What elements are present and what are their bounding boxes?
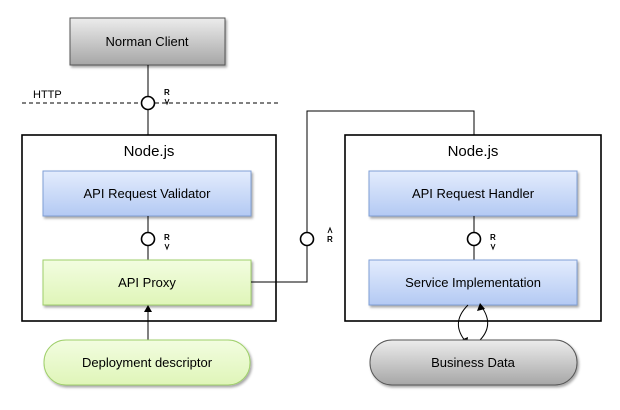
norman-client-label: Norman Client [105, 34, 188, 49]
svg-text:R: R [164, 233, 170, 242]
left-container-title: Node.js [124, 143, 175, 160]
api-request-validator-box: API Request Validator [42, 170, 252, 217]
svg-text:R: R [164, 88, 170, 97]
validator-request-marker: R [164, 233, 170, 251]
service-implementation-label: Service Implementation [405, 275, 541, 290]
proxy-request-marker: R [327, 226, 333, 244]
data-to-service-arrowhead [477, 303, 485, 311]
descriptor-arrowhead [144, 305, 152, 312]
deployment-descriptor-box: Deployment descriptor [43, 339, 251, 386]
http-request-marker: R [164, 88, 170, 106]
api-proxy-label: API Proxy [118, 275, 176, 290]
norman-client-box: Norman Client [69, 17, 226, 66]
handler-request-marker: R [490, 233, 496, 251]
api-request-validator-label: API Request Validator [84, 186, 212, 201]
right-container-title: Node.js [448, 143, 499, 160]
svg-text:R: R [490, 233, 496, 242]
deployment-descriptor-label: Deployment descriptor [82, 355, 213, 370]
api-request-handler-box: API Request Handler [368, 170, 578, 217]
proxy-handler-connector [251, 110, 475, 283]
api-proxy-box: API Proxy [42, 259, 252, 306]
validator-interface-circle [140, 231, 156, 247]
svg-text:R: R [327, 235, 333, 244]
proxy-interface-circle [299, 231, 315, 247]
business-data-box: Business Data [369, 339, 578, 386]
api-request-handler-label: API Request Handler [412, 186, 535, 201]
business-data-label: Business Data [431, 355, 516, 370]
http-label: HTTP [33, 89, 62, 101]
handler-interface-circle [466, 231, 482, 247]
service-implementation-box: Service Implementation [368, 259, 578, 306]
http-interface-circle [140, 95, 156, 111]
